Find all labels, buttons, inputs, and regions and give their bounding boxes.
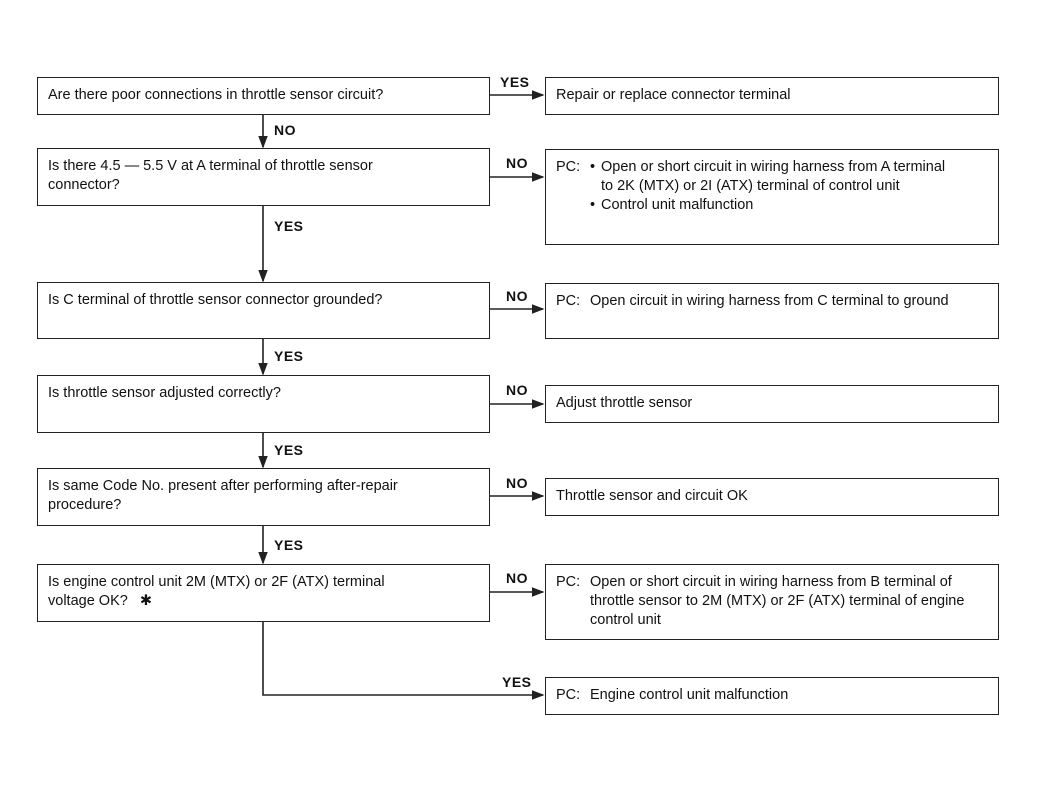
result-2-prefix: PC:	[556, 159, 581, 175]
question-box-1: Are there poor connections in throttle s…	[37, 77, 490, 115]
question-box-3: Is C terminal of throttle sensor connect…	[37, 282, 490, 339]
branch-label-step1: YES	[500, 74, 530, 90]
down-label-3: YES	[274, 348, 304, 364]
question-2-line-1: Is there 4.5 — 5.5 V at A terminal of th…	[48, 158, 373, 174]
result-box-2: PC: Open or short circuit in wiring harn…	[545, 149, 999, 245]
branch-label-step5: NO	[506, 475, 528, 491]
branch-label-step4: NO	[506, 382, 528, 398]
result-1-text: Repair or replace connector terminal	[556, 87, 791, 103]
arrow-final-yes	[262, 621, 545, 700]
result-2-item-2: Control unit malfunction	[590, 196, 950, 215]
branch-label-step6: NO	[506, 570, 528, 586]
question-6-line-1: Is engine control unit 2M (MTX) or 2F (A…	[48, 574, 385, 590]
result-box-final: PC: Engine control unit malfunction	[545, 677, 999, 715]
result-2-item-1: Open or short circuit in wiring harness …	[590, 158, 950, 196]
result-final-text: Engine control unit malfunction	[590, 687, 789, 703]
result-box-4: Adjust throttle sensor	[545, 385, 999, 423]
question-2-line-2: connector?	[48, 177, 120, 193]
result-box-1: Repair or replace connector terminal	[545, 77, 999, 115]
question-4-line-1: Is throttle sensor adjusted correctly?	[48, 385, 281, 401]
down-label-5: YES	[274, 537, 304, 553]
result-box-3: PC: Open circuit in wiring harness from …	[545, 283, 999, 339]
question-1-line-1: Are there poor connections in throttle s…	[48, 87, 384, 103]
down-label-4: YES	[274, 442, 304, 458]
question-box-2: Is there 4.5 — 5.5 V at A terminal of th…	[37, 148, 490, 206]
result-6-prefix: PC:	[556, 574, 581, 590]
question-5-line-1: Is same Code No. present after performin…	[48, 478, 398, 494]
down-label-2: YES	[274, 218, 304, 234]
question-3-line-1: Is C terminal of throttle sensor connect…	[48, 292, 383, 308]
result-4-text: Adjust throttle sensor	[556, 395, 693, 411]
question-5-line-2: procedure?	[48, 497, 122, 513]
branch-label-final: YES	[502, 674, 532, 690]
star-icon: ✱	[139, 593, 152, 609]
branch-label-step3: NO	[506, 288, 528, 304]
question-box-5: Is same Code No. present after performin…	[37, 468, 490, 526]
result-6-text: Open or short circuit in wiring harness …	[590, 574, 965, 628]
question-box-4: Is throttle sensor adjusted correctly?	[37, 375, 490, 433]
result-3-prefix: PC:	[556, 293, 581, 309]
result-box-5: Throttle sensor and circuit OK	[545, 478, 999, 516]
result-final-prefix: PC:	[556, 687, 581, 703]
question-box-6: Is engine control unit 2M (MTX) or 2F (A…	[37, 564, 490, 622]
result-3-text: Open circuit in wiring harness from C te…	[590, 293, 949, 309]
branch-label-step2: NO	[506, 155, 528, 171]
result-box-6: PC: Open or short circuit in wiring harn…	[545, 564, 999, 640]
question-6-line-2: voltage OK?	[48, 593, 128, 609]
down-label-1: NO	[274, 122, 296, 138]
result-5-text: Throttle sensor and circuit OK	[556, 488, 748, 504]
